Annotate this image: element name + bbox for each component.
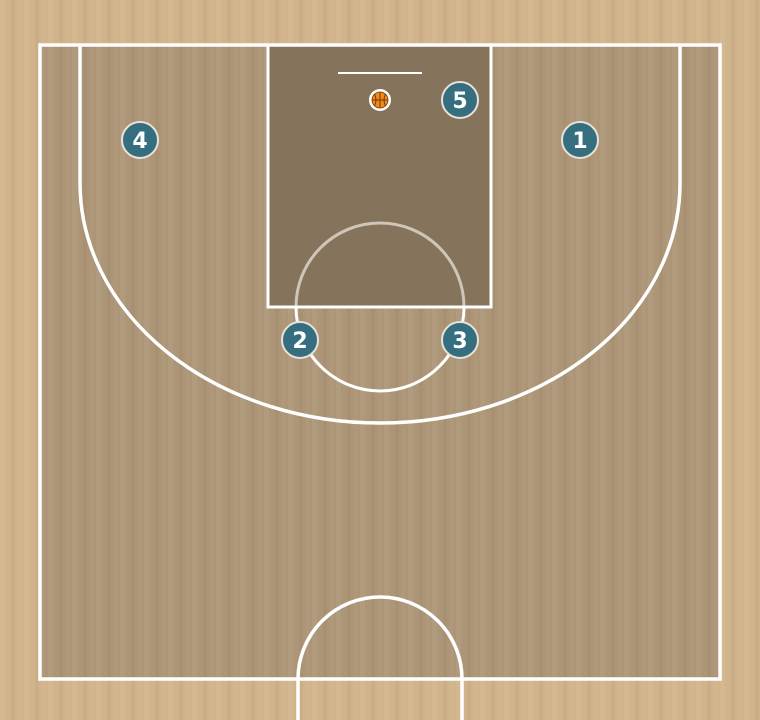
player-marker-4[interactable]: 4 bbox=[121, 121, 159, 159]
player-label: 3 bbox=[452, 329, 467, 354]
player-label: 4 bbox=[132, 129, 147, 154]
center-circle bbox=[296, 595, 464, 720]
player-marker-3[interactable]: 3 bbox=[441, 321, 479, 359]
player-label: 5 bbox=[452, 89, 467, 114]
player-label: 2 bbox=[292, 329, 307, 354]
player-marker-1[interactable]: 1 bbox=[561, 121, 599, 159]
player-marker-2[interactable]: 2 bbox=[281, 321, 319, 359]
free-throw-circle-upper bbox=[294, 221, 466, 308]
court-boundary bbox=[38, 43, 722, 681]
three-point-line bbox=[78, 45, 682, 425]
player-marker-5[interactable]: 5 bbox=[441, 81, 479, 119]
player-label: 1 bbox=[572, 129, 587, 154]
basketball-icon bbox=[369, 89, 391, 111]
